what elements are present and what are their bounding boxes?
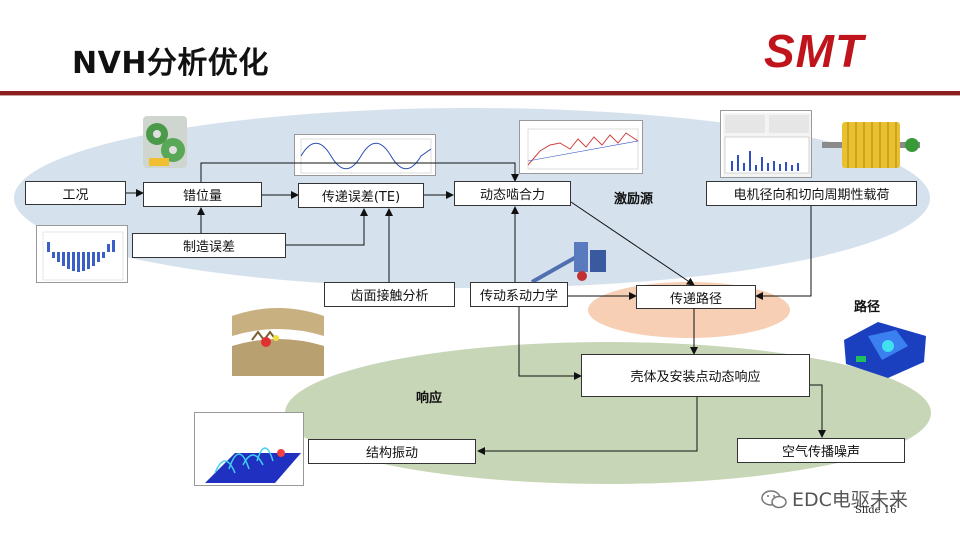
manufacturing-error-box: 制造误差 [132,233,286,258]
drivetrain-model-image [528,236,610,288]
gear-contact-image [232,306,324,376]
te-box: 传递误差(TE) [298,183,424,208]
page-title: NVH分析优化 [72,46,269,81]
housing-response-box: 壳体及安装点动态响应 [581,354,810,397]
motor-rotor-image [818,112,924,178]
condition-box: 工况 [25,181,126,205]
motor-load-box: 电机径向和切向周期性载荷 [706,181,917,206]
drivetrain-dynamics-box: 传动系动力学 [470,282,568,307]
zone-label-excitation: 激励源 [614,192,654,207]
mesh-force-plot [519,120,643,174]
zone-label-response: 响应 [416,391,443,406]
vibration-waterfall-image [194,412,304,486]
misalignment-box: 错位量 [143,182,262,207]
dynamic-mesh-force-box: 动态啮合力 [454,181,571,206]
wechat-icon [761,489,787,508]
transfer-path-box: 传递路径 [636,285,756,309]
slide-number: Slide 16 [855,505,897,516]
motor-load-software [720,110,812,178]
misalignment-bar-chart [36,225,128,283]
airborne-noise-box: 空气传播噪声 [737,438,905,463]
header-rule [0,91,960,95]
te-sine-plot [294,134,436,176]
housing-fea-image [838,316,932,382]
smt-logo: SMT [764,25,865,77]
watermark-text: EDC电驱未来 [792,489,908,511]
watermark: EDC电驱未来 [760,485,908,512]
structural-vibration-box: 结构振动 [308,439,476,464]
gearbox-image [135,106,195,178]
zone-label-path: 路径 [854,300,881,315]
tooth-contact-box: 齿面接触分析 [324,282,455,307]
header-rule-thin [0,95,960,96]
